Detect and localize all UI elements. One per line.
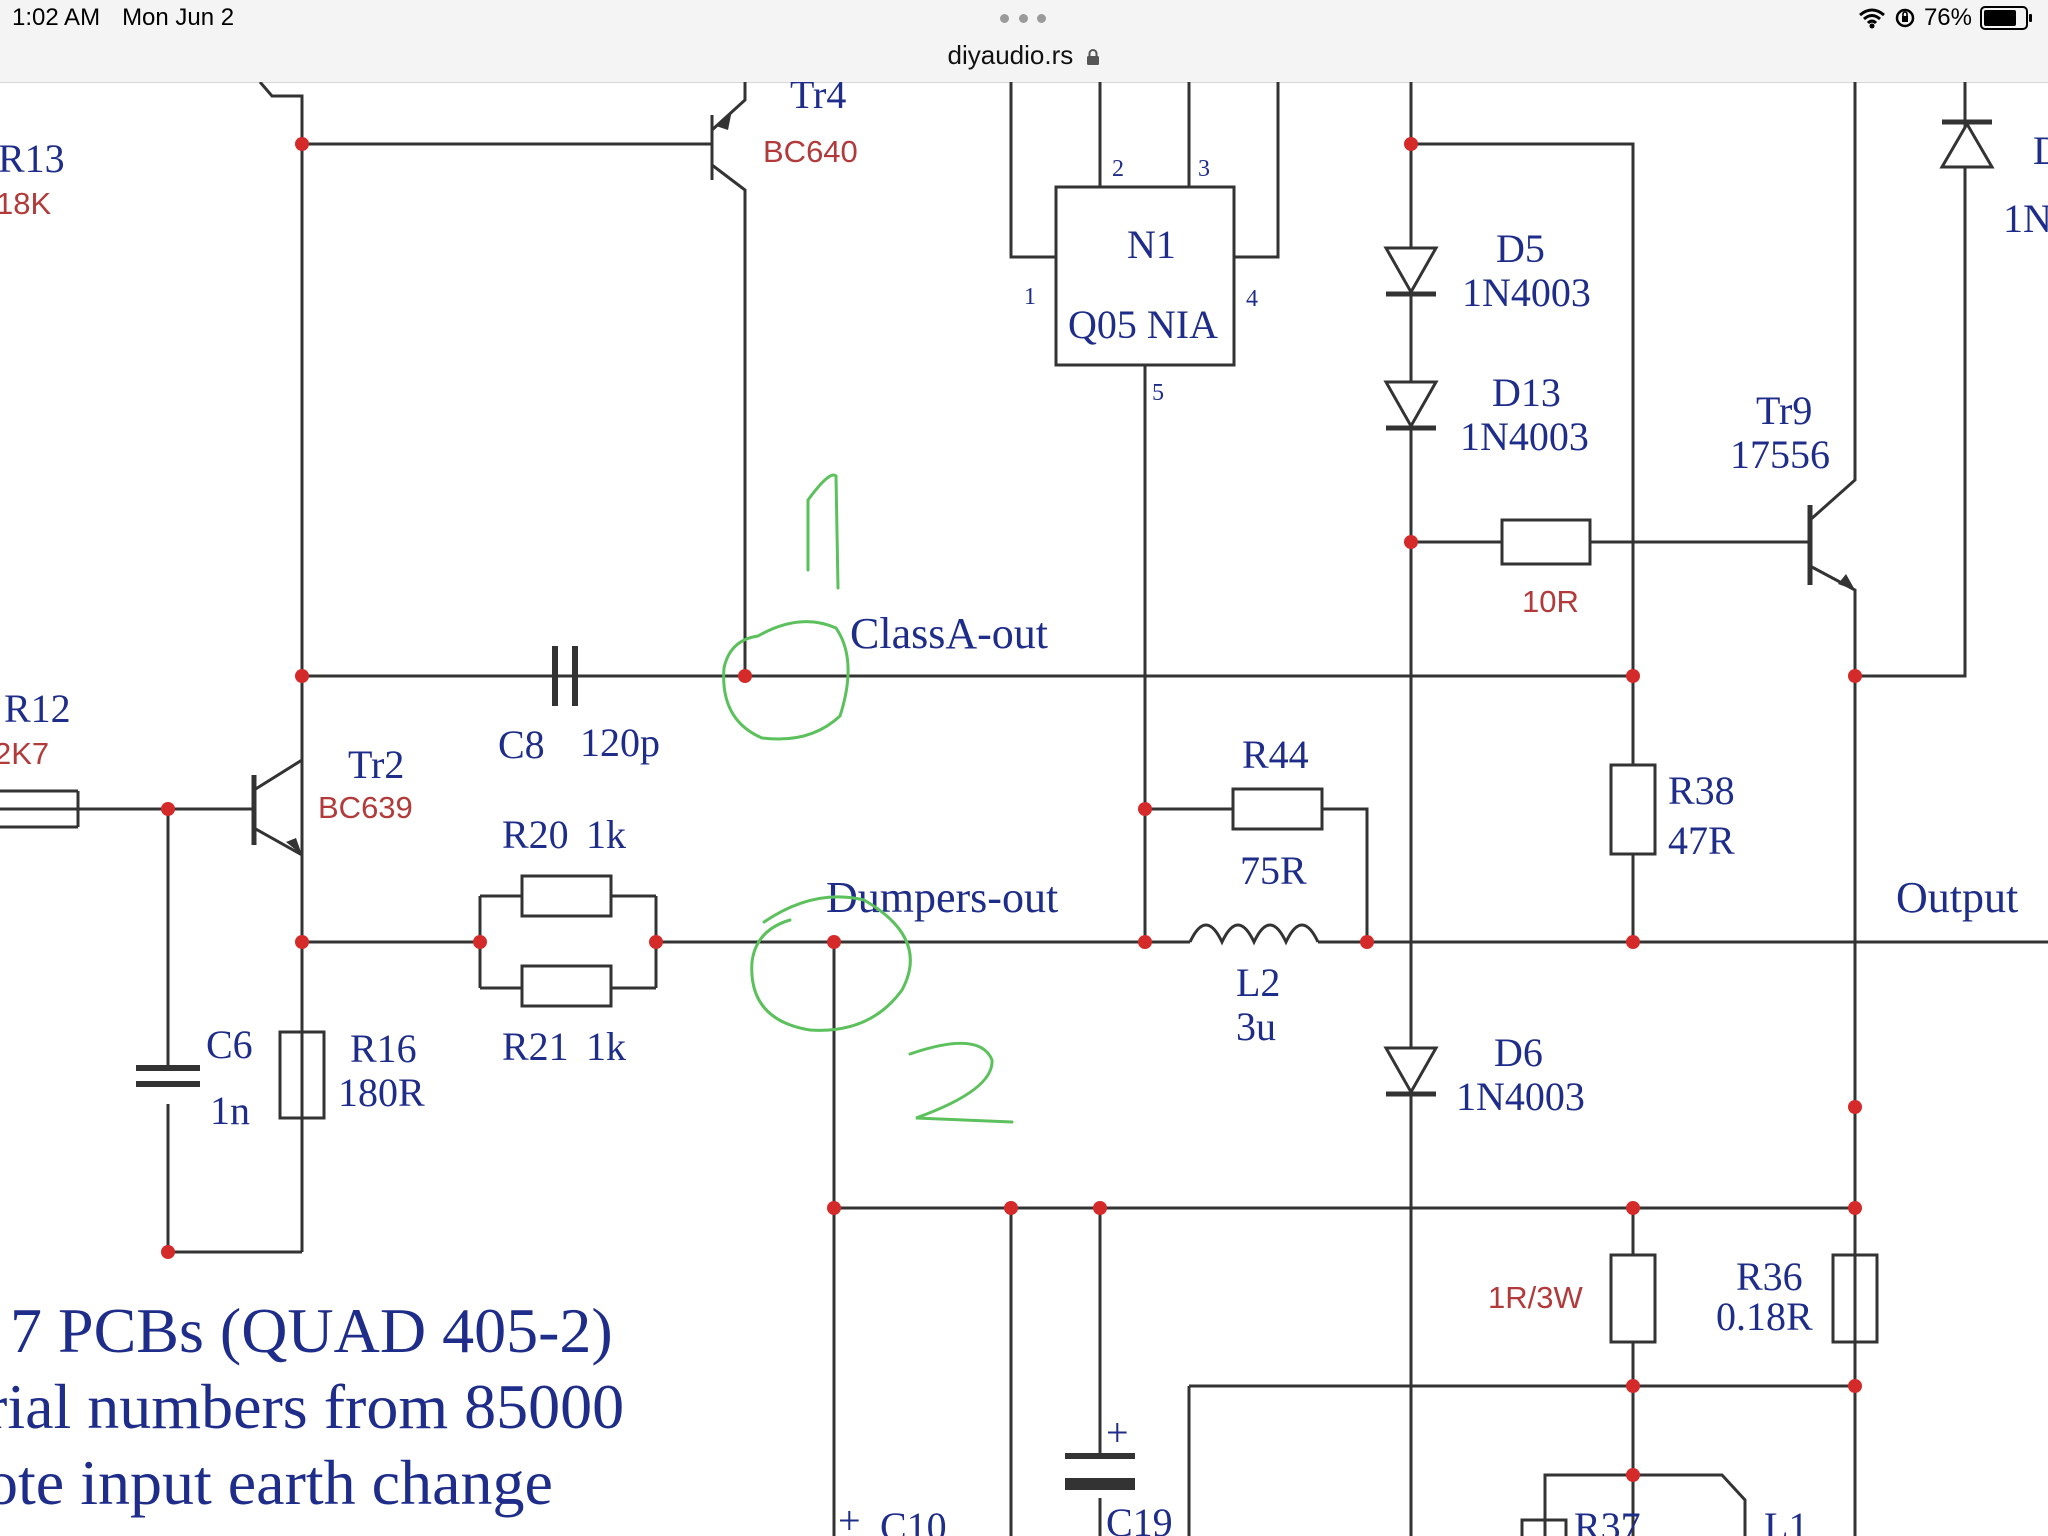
classa-out-label: ClassA-out xyxy=(850,609,1048,658)
r16-value: 180R xyxy=(338,1070,425,1115)
c19-ref: C19 xyxy=(1106,1500,1173,1536)
l2-ref: L2 xyxy=(1236,960,1280,1005)
multitasking-dots-icon[interactable] xyxy=(1000,14,1046,24)
r1r3w-value: 1R/3W xyxy=(1488,1280,1583,1315)
orientation-lock-icon xyxy=(1895,8,1915,28)
note-line-2: rial numbers from 85000 xyxy=(0,1371,624,1442)
r44-ref: R44 xyxy=(1242,732,1309,777)
pcb-notes: 7 PCBs (QUAD 405-2) rial numbers from 85… xyxy=(0,1295,624,1518)
r20-ref: R20 xyxy=(502,812,569,857)
r21-ref: R21 xyxy=(502,1024,569,1069)
battery-icon xyxy=(1980,6,2032,30)
schematic-viewport[interactable]: R13 18K Tr4 BC640 N1 Q05 NIA 1 2 3 4 5 D… xyxy=(0,82,2048,1536)
r37-ref: R37 xyxy=(1574,1504,1641,1536)
battery-percent: 76% xyxy=(1923,4,1972,31)
r12-value: 2K7 xyxy=(0,736,49,771)
d6-value: 1N4003 xyxy=(1456,1074,1585,1119)
r12-ref: R12 xyxy=(4,686,71,731)
n1-pin-4: 4 xyxy=(1246,286,1258,312)
c6-value: 1n xyxy=(210,1088,250,1133)
c10-ref: C10 xyxy=(880,1504,947,1536)
c8-ref: C8 xyxy=(498,722,545,767)
d13-value: 1N4003 xyxy=(1460,414,1589,459)
r10r-value: 10R xyxy=(1522,584,1579,619)
c19-plus: + xyxy=(1106,1410,1129,1455)
r38-ref: R38 xyxy=(1668,768,1735,813)
handwritten-annotations xyxy=(722,473,1014,1124)
status-date: Mon Jun 2 xyxy=(122,4,235,31)
dtop-value: 1N xyxy=(2003,196,2048,241)
n1-pin-2: 2 xyxy=(1112,156,1124,182)
r20-value: 1k xyxy=(586,812,626,857)
tr4-value: BC640 xyxy=(763,134,858,169)
d5-value: 1N4003 xyxy=(1462,270,1591,315)
tr2-ref: Tr2 xyxy=(348,742,404,787)
status-left: 1:02 AM Mon Jun 2 xyxy=(12,4,234,32)
r36-value: 0.18R xyxy=(1716,1294,1813,1339)
d6-ref: D6 xyxy=(1494,1030,1543,1075)
dtop-ref: D xyxy=(2033,128,2048,173)
l2-value: 3u xyxy=(1236,1004,1276,1049)
r21-value: 1k xyxy=(586,1024,626,1069)
l1-ref: L1 xyxy=(1764,1504,1808,1536)
r13-ref: R13 xyxy=(0,136,65,181)
ios-status-bar: 1:02 AM Mon Jun 2 76% diyaudio.rs xyxy=(0,0,2048,83)
c6-ref: C6 xyxy=(206,1022,253,1067)
url-text[interactable]: diyaudio.rs xyxy=(947,40,1074,70)
r16-ref: R16 xyxy=(350,1026,417,1071)
n1-ref: N1 xyxy=(1127,222,1176,267)
note-line-1: 7 PCBs (QUAD 405-2) xyxy=(10,1295,613,1366)
n1-value: Q05 NIA xyxy=(1068,302,1218,347)
status-time: 1:02 AM xyxy=(12,4,101,31)
tr9-value: 17556 xyxy=(1730,432,1830,477)
component-labels: R13 18K Tr4 BC640 N1 Q05 NIA 1 2 3 4 5 D… xyxy=(0,82,2048,1536)
amplifier-schematic: R13 18K Tr4 BC640 N1 Q05 NIA 1 2 3 4 5 D… xyxy=(0,82,2048,1536)
note-line-3: ote input earth change xyxy=(0,1447,553,1518)
r13-value: 18K xyxy=(0,186,51,221)
status-right: 76% xyxy=(1858,4,2032,32)
output-label: Output xyxy=(1896,873,2018,922)
wifi-icon xyxy=(1858,8,1885,29)
n1-pin-1: 1 xyxy=(1024,284,1036,310)
tr9-ref: Tr9 xyxy=(1756,388,1812,433)
n1-pin-3: 3 xyxy=(1198,156,1210,182)
transistor-arrows xyxy=(286,110,1855,855)
address-bar[interactable]: diyaudio.rs xyxy=(0,40,2048,71)
tr4-ref: Tr4 xyxy=(790,82,846,117)
r44-value: 75R xyxy=(1240,848,1307,893)
r38-value: 47R xyxy=(1668,818,1735,863)
n1-pin-5: 5 xyxy=(1152,380,1164,406)
d5-ref: D5 xyxy=(1496,226,1545,271)
d13-ref: D13 xyxy=(1492,370,1561,415)
junction-dots xyxy=(161,137,1862,1482)
r36-ref: R36 xyxy=(1736,1254,1803,1299)
c8-value: 120p xyxy=(580,720,660,765)
diode-symbols xyxy=(1383,119,1995,1097)
tr2-value: BC639 xyxy=(318,790,413,825)
c10-plus: + xyxy=(838,1498,861,1536)
lock-icon xyxy=(1087,49,1100,66)
dumpers-out-label: Dumpers-out xyxy=(826,873,1058,922)
